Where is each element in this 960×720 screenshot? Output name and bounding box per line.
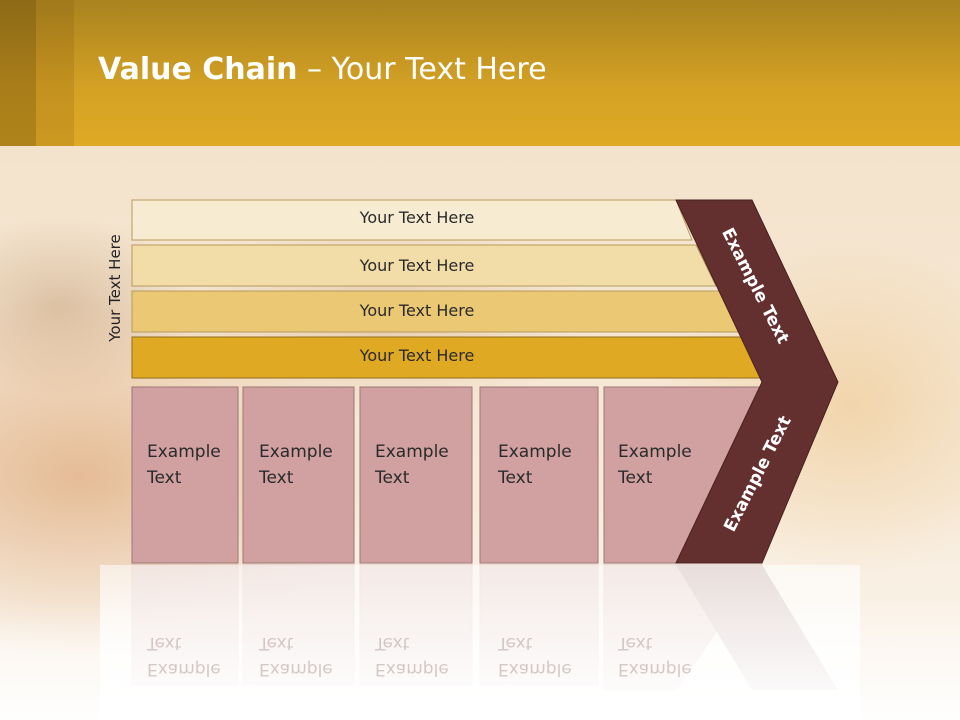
header-stripe bbox=[36, 0, 74, 146]
row-label-4: Your Text Here bbox=[359, 346, 475, 365]
box-label-reflection: Example Text bbox=[147, 633, 221, 679]
activity-box-4[interactable] bbox=[479, 386, 599, 564]
row-bar-2[interactable] bbox=[131, 244, 717, 287]
box-label-reflection: Example Text bbox=[618, 633, 692, 679]
box-label-reflection: Example Text bbox=[375, 633, 449, 679]
reflection-fade bbox=[100, 565, 860, 720]
box-label-5: Example Text bbox=[618, 442, 692, 488]
box-label-2: Example Text bbox=[259, 442, 333, 488]
row-label-1: Your Text Here bbox=[359, 208, 475, 227]
activity-box-1[interactable] bbox=[131, 386, 239, 564]
activity-box-3[interactable] bbox=[359, 386, 473, 564]
box-label-1: Example Text bbox=[147, 442, 221, 488]
row-bar-1[interactable] bbox=[131, 199, 693, 241]
box-label-reflection: Example Text bbox=[498, 633, 572, 679]
slide-title-rest: – Your Text Here bbox=[297, 52, 547, 87]
slide-title-bold: Value Chain bbox=[98, 52, 298, 87]
row-label-2: Your Text Here bbox=[359, 256, 475, 275]
activity-box-2[interactable] bbox=[242, 386, 355, 564]
side-label: Your Text Here bbox=[106, 234, 124, 342]
header-stripe bbox=[0, 0, 36, 146]
row-label-3: Your Text Here bbox=[359, 301, 475, 320]
slide-title[interactable]: Value Chain – Your Text Here bbox=[98, 52, 547, 87]
margin-chevron[interactable] bbox=[675, 199, 839, 564]
box-label-4: Example Text bbox=[498, 442, 572, 488]
box-label-3: Example Text bbox=[375, 442, 449, 488]
box-label-reflection: Example Text bbox=[259, 633, 333, 679]
title-bar bbox=[0, 0, 960, 146]
